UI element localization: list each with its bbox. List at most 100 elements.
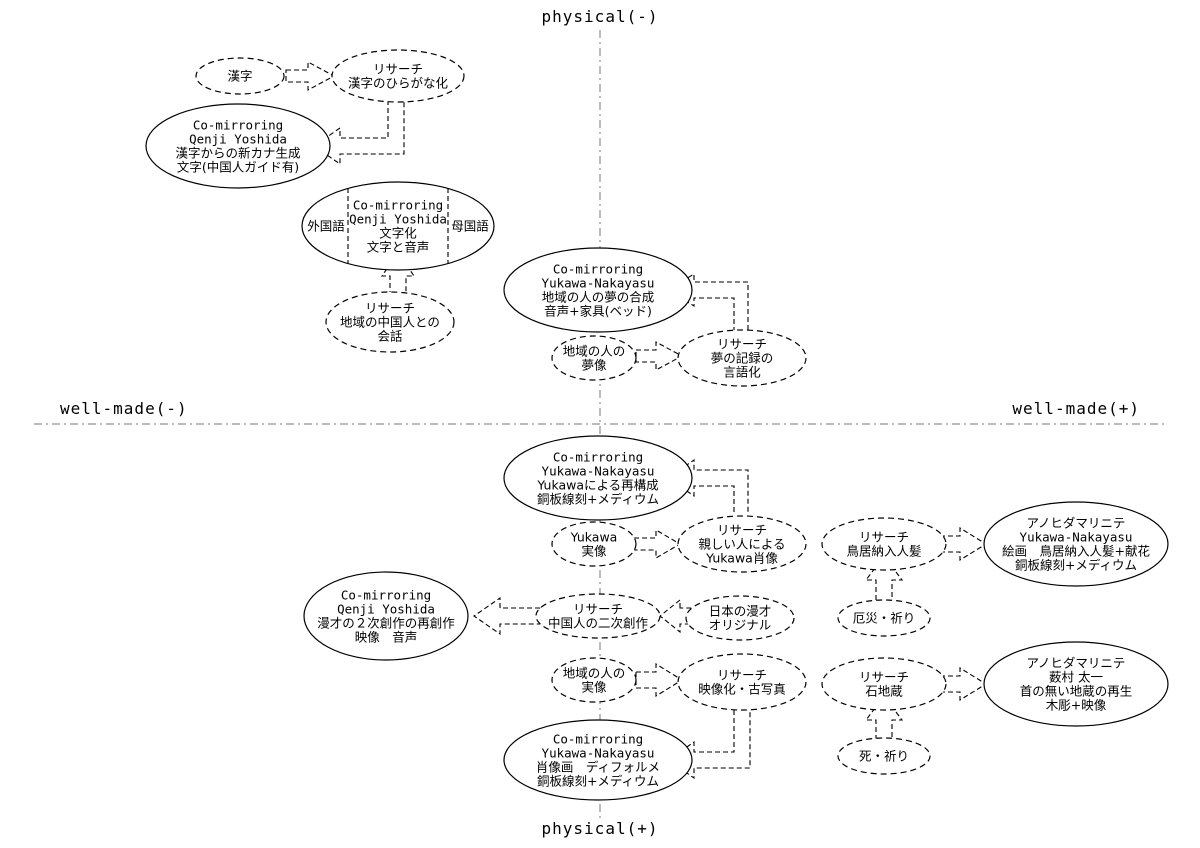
arrow-secondary-to-manzai [473, 596, 541, 636]
axis-label-right: well-made(+) [1012, 399, 1140, 418]
node-disaster-prayer: 厄災・祈り [837, 599, 931, 637]
node-label: アノヒダマリニテ [1027, 516, 1126, 531]
mother-language-label: 母国語 [451, 219, 489, 234]
node-label: Qenji Yoshida [337, 602, 435, 617]
node-label: Yukawa [570, 530, 618, 545]
node-label: 親しい人による [698, 537, 785, 552]
node-label: 文字と音声 [367, 240, 430, 255]
node-label: Co-mirroring [553, 732, 643, 747]
node-label: 文字(中国人ガイド有) [177, 160, 299, 175]
node-label: リサーチ [365, 301, 415, 316]
node-ellipse [685, 595, 795, 641]
arrow-hiragana-to-kana [313, 100, 405, 166]
node-label: 地域の人の [563, 666, 626, 681]
node-label: Yukawa-Nakayasu [542, 464, 655, 479]
node-ellipse [503, 719, 693, 801]
axis-label-left: well-made(-) [60, 399, 188, 418]
node-label: リサーチ [717, 337, 767, 352]
node-ellipse [551, 521, 637, 567]
node-ellipse [983, 501, 1169, 587]
arrow-local-dream-to-record [635, 341, 684, 371]
node-label: Co-mirroring [353, 198, 443, 213]
node-label: 漢字からの新カナ生成 [175, 146, 300, 161]
node-label: 絵画 鳥居納入人髪+献花 [1002, 544, 1150, 559]
axis-label-bottom: physical(+) [542, 819, 659, 838]
node-label: 地域の人の夢の合成 [542, 290, 655, 305]
node-label: Co-mirroring [553, 262, 643, 277]
node-label: 厄災・祈り [853, 611, 916, 626]
node-label: 銅板線刻+メディウム [537, 492, 659, 507]
node-ellipse [983, 641, 1169, 727]
node-label: Yukawa-Nakayasu [1020, 530, 1133, 545]
node-label: リサーチ [573, 602, 623, 617]
node-ellipse [837, 737, 931, 775]
node-label: 言語化 [723, 365, 761, 380]
node-label: 銅板線刻+メディウム [537, 774, 659, 789]
node-ellipse [503, 435, 693, 521]
node-ellipse [535, 593, 661, 639]
node-ellipse [503, 247, 693, 333]
node-label: Qenji Yoshida [349, 212, 447, 227]
node-label: 夢の記録の [711, 351, 774, 366]
node-label: Yukawa肖像 [705, 551, 778, 566]
arrow-kanji-to-research [285, 61, 336, 91]
node-label: リサーチ [717, 668, 767, 683]
node-label: 木彫+映像 [1046, 698, 1107, 713]
node-label: Yukawa-Nakayasu [542, 746, 655, 761]
node-ellipse [145, 103, 331, 189]
node-label: Yukawaによる再構成 [536, 478, 658, 493]
node-label: 漫才の２次創作の再創作 [317, 616, 455, 631]
node-label: 銅板線刻+メディウム [1015, 558, 1137, 573]
node-label: アノヒダマリニテ [1027, 656, 1126, 671]
node-ellipse [551, 657, 637, 703]
node-ellipse [821, 657, 947, 711]
node-ellipse [821, 517, 947, 571]
node-ellipse [677, 329, 807, 387]
node-label: 肖像画 ディフォルメ [536, 760, 660, 775]
node-label: 音声+家具(ベッド) [544, 304, 652, 319]
node-ellipse [551, 335, 637, 381]
arrow-jizo-research-to-work [939, 667, 988, 701]
node-label: Co-mirroring [553, 450, 643, 465]
node-death-prayer: 死・祈り [837, 737, 931, 775]
node-label: オリジナル [709, 618, 772, 633]
node-ellipse [303, 571, 469, 661]
node-ellipse [677, 515, 807, 573]
node-label: 中国人の二次創作 [548, 616, 649, 631]
node-comirror-recon: Co-mirroringYukawa-NakayasuYukawaによる再構成銅… [503, 435, 693, 521]
node-label: 漢字 [227, 69, 252, 84]
node-label: 文字化 [379, 226, 417, 241]
arrow-real-to-portrait [633, 529, 682, 559]
node-label: Yukawa-Nakayasu [542, 276, 655, 291]
axis-label-top: physical(-) [542, 7, 659, 26]
node-label: 石地蔵 [865, 684, 903, 699]
node-ellipse [325, 291, 455, 353]
node-label: 漢字のひらがな化 [348, 76, 449, 91]
node-kanji: 漢字 [195, 57, 285, 95]
node-label: 鳥居納入人髪 [846, 544, 921, 559]
node-ellipse [195, 57, 285, 95]
node-label: リサーチ [859, 670, 909, 685]
nodes: 漢字リサーチ漢字のひらがな化Co-mirroringQenji Yoshida漢… [145, 49, 1169, 801]
node-label: 実像 [581, 680, 607, 695]
node-label: 会話 [377, 329, 402, 344]
arrow-local-real-to-photo [635, 663, 684, 697]
node-label: Co-mirroring [341, 588, 431, 603]
